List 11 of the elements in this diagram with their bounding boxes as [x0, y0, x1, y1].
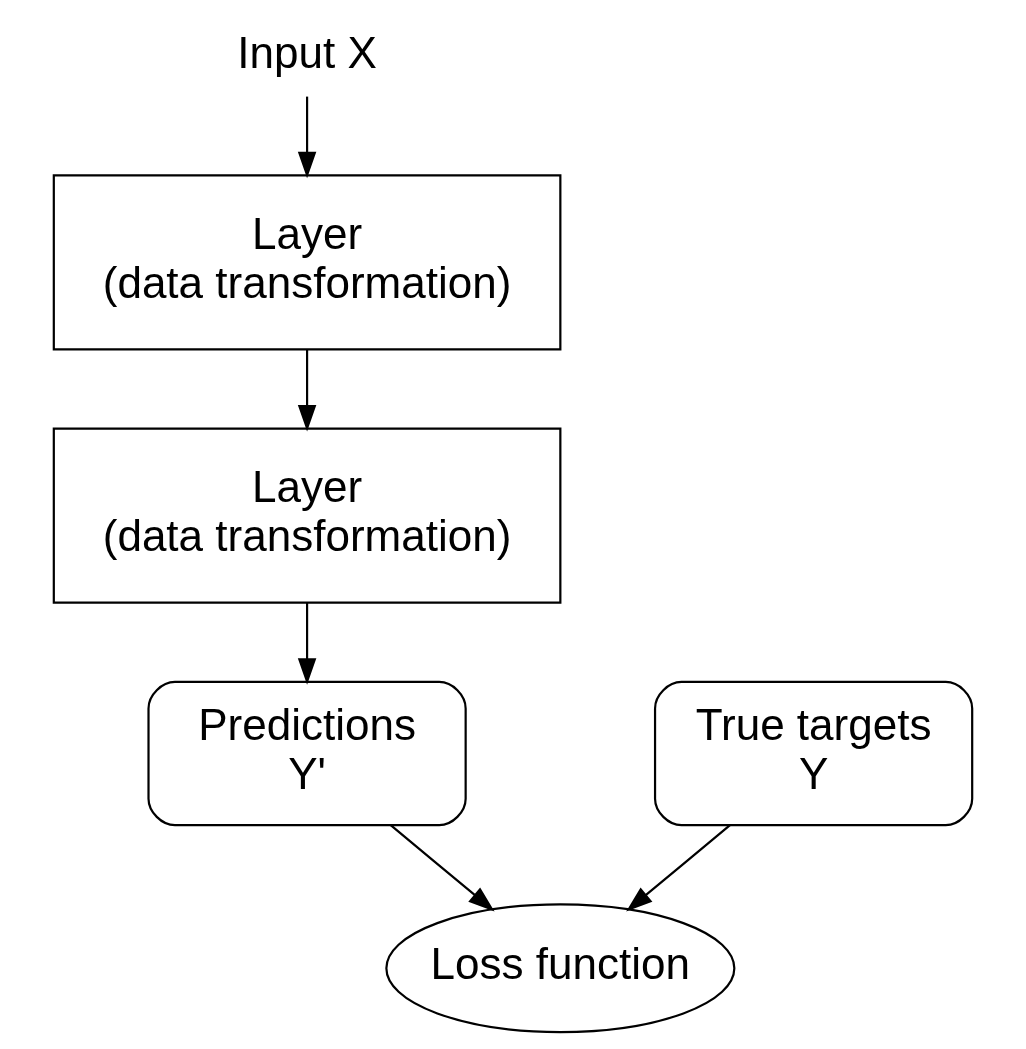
node-ellipse: Loss function: [385, 903, 736, 1034]
arrow: [626, 824, 731, 912]
node-box: Layer (data transformation): [52, 427, 562, 604]
arrow: [297, 96, 317, 179]
node-box: Layer (data transformation): [52, 174, 562, 351]
arrow: [390, 824, 495, 912]
arrow: [297, 602, 317, 685]
node-box: Predictions Y': [147, 680, 467, 827]
node-text: Input X: [237, 27, 377, 77]
arrow: [297, 349, 317, 432]
node-box: True targets Y: [653, 680, 974, 827]
